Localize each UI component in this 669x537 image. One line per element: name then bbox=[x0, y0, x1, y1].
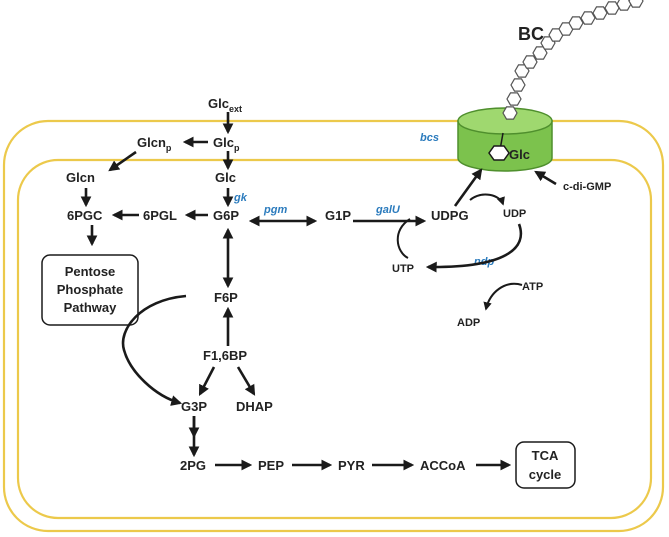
glc-label: Glc bbox=[215, 170, 236, 185]
cellulose-chain-icon bbox=[502, 0, 644, 120]
glucose-unit-hexagon-icon bbox=[580, 11, 596, 25]
bc-label: BC bbox=[518, 24, 544, 44]
arrow-f16bp-g3p bbox=[198, 366, 216, 396]
glucose-unit-hexagon-icon bbox=[616, 0, 632, 11]
glucose-unit-hexagon-icon bbox=[510, 78, 526, 92]
g1p-label: G1P bbox=[325, 208, 351, 223]
arrow-f16bp-dhap bbox=[236, 366, 256, 396]
dhap-label: DHAP bbox=[236, 399, 273, 414]
utp-label: UTP bbox=[392, 263, 414, 275]
pep-label: PEP bbox=[258, 458, 284, 473]
enzyme-pgm: pgm bbox=[263, 204, 287, 216]
arrow-udp-release bbox=[469, 193, 505, 206]
glucose-unit-hexagon-icon bbox=[568, 16, 584, 30]
udp-label: UDP bbox=[503, 208, 526, 220]
glucose-unit-hexagon-icon bbox=[502, 106, 518, 120]
accoa-label: ACCoA bbox=[420, 458, 466, 473]
arrows bbox=[80, 112, 557, 471]
arrow-atp-adp bbox=[483, 282, 523, 311]
tca-line1: TCA bbox=[532, 448, 559, 463]
glcn-p-label: Glcnp bbox=[137, 135, 172, 153]
tca-line2: cycle bbox=[529, 467, 562, 482]
cellulose-synthase-complex bbox=[457, 107, 553, 172]
adp-label: ADP bbox=[457, 317, 480, 329]
6pgc-label: 6PGC bbox=[67, 208, 103, 223]
inner-membrane bbox=[16, 158, 653, 520]
udpg-label: UDPG bbox=[431, 208, 469, 223]
arrow-udpg-bcs bbox=[453, 168, 483, 207]
glc-p-label: Glcp bbox=[213, 135, 240, 153]
pentose-phosphate-box bbox=[41, 254, 139, 326]
g6p-label: G6P bbox=[213, 208, 239, 223]
pyr-label: PYR bbox=[338, 458, 365, 473]
glucose-unit-hexagon-icon bbox=[506, 92, 522, 106]
outer-membrane bbox=[2, 119, 665, 533]
glucose-unit-hexagon-icon bbox=[592, 6, 608, 20]
arrow-cdigmp-bcs bbox=[534, 170, 557, 186]
g3p-label: G3P bbox=[181, 399, 207, 414]
enzyme-gk: gk bbox=[233, 192, 248, 204]
2pg-label: 2PG bbox=[180, 458, 206, 473]
tca-cycle-box bbox=[515, 441, 576, 489]
atp-label: ATP bbox=[522, 281, 543, 293]
arrow-glcnp-glcn bbox=[108, 150, 137, 172]
enzyme-bcs: bcs bbox=[420, 132, 439, 144]
bcs-glc-label: Glc bbox=[509, 147, 530, 162]
enzyme-galu: galU bbox=[375, 204, 401, 216]
glucose-unit-hexagon-icon bbox=[628, 0, 644, 8]
glc-ext-label: Glcext bbox=[208, 96, 242, 114]
arrow-pentose-g3p-curve bbox=[121, 294, 187, 406]
6pgl-label: 6PGL bbox=[143, 208, 177, 223]
pentose-line3: Pathway bbox=[64, 300, 118, 315]
arrow-galu-utp-curve bbox=[396, 218, 411, 259]
c-di-gmp-label: c-di-GMP bbox=[563, 181, 611, 193]
pentose-line1: Pentose bbox=[65, 264, 116, 279]
glucose-unit-hexagon-icon bbox=[522, 55, 538, 69]
glcn-label: Glcn bbox=[66, 170, 95, 185]
f6p-label: F6P bbox=[214, 290, 238, 305]
f16bp-label: F1,6BP bbox=[203, 348, 247, 363]
arrow-ndp-udp-utp bbox=[425, 223, 523, 273]
glucose-hexagon-icon bbox=[488, 145, 510, 161]
glucose-unit-hexagon-icon bbox=[604, 1, 620, 15]
pentose-line2: Phosphate bbox=[57, 282, 123, 297]
